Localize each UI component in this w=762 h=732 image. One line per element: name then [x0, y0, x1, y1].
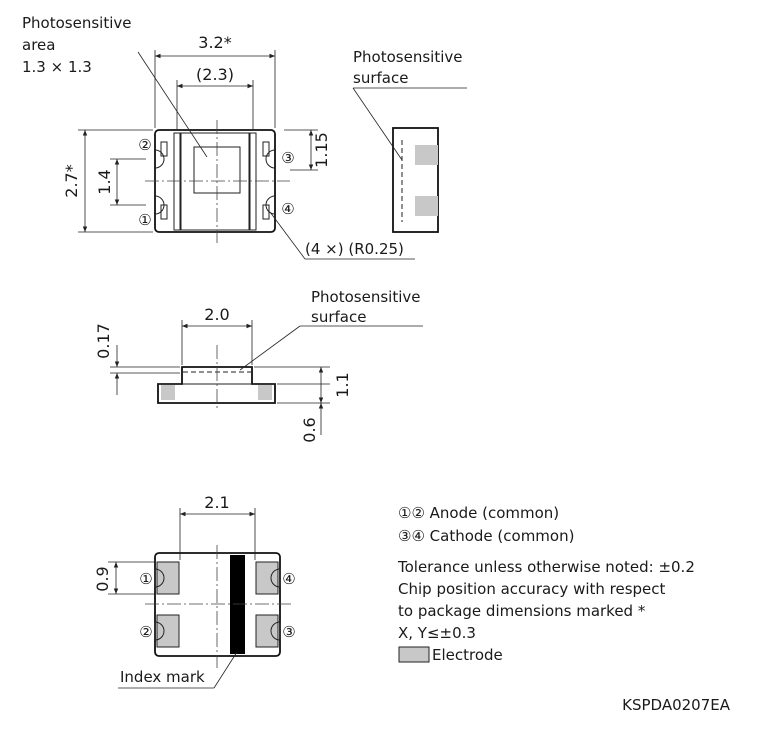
dim-3-2: 3.2* — [198, 33, 231, 52]
dim-1-4: 1.4 — [95, 169, 114, 194]
legend-chip-accuracy-1: Chip position accuracy with respect — [398, 580, 666, 598]
photosensitive-area-size: 1.3 × 1.3 — [22, 58, 92, 76]
photosensitive-area-label: Photosensitive — [22, 14, 131, 32]
die-outline — [180, 132, 250, 231]
pin-4-label: ④ — [281, 200, 294, 218]
bottom-pin-1-label: ① — [139, 570, 152, 588]
side-package-outline — [392, 127, 439, 233]
pin-1-label: ① — [138, 211, 151, 229]
bottom-pin-3-label: ③ — [282, 623, 295, 641]
pin-2-label: ② — [138, 136, 151, 154]
side-electrode-top — [415, 145, 438, 165]
dim-2-1: 2.1 — [204, 493, 229, 512]
bottom-view: ① ② ④ ③ 2.1 0.9 Index mark — [93, 493, 296, 689]
right-electrode-slot — [249, 132, 257, 231]
electrode-pin-2 — [157, 615, 179, 647]
legend-cathode: ③④ Cathode (common) — [398, 527, 574, 545]
side-electrode-bottom — [415, 196, 438, 216]
legend: ①② Anode (common) ③④ Cathode (common) To… — [397, 504, 731, 714]
surface-label-top-2: surface — [353, 69, 408, 87]
dim-0-6: 0.6 — [300, 417, 319, 442]
surface-label-mid-1: Photosensitive — [311, 288, 420, 306]
top-view: ② ① ③ ④ Photosensitive area 1.3 × 1.3 3.… — [22, 14, 415, 260]
bottom-pin-2-label: ② — [139, 623, 152, 641]
bottom-package-outline — [154, 552, 281, 657]
front-view: Photosensitive surface 2.0 0.17 1.1 0.6 — [94, 288, 423, 443]
dim-0-9: 0.9 — [93, 566, 112, 591]
legend-electrode-swatch — [399, 647, 429, 662]
legend-anode: ①② Anode (common) — [398, 504, 559, 522]
surface-label-top-1: Photosensitive — [353, 48, 462, 66]
photosensitive-area-label-2: area — [22, 36, 55, 54]
dim-0-17: 0.17 — [94, 323, 113, 359]
index-mark-label: Index mark — [120, 668, 205, 686]
legend-chip-accuracy-2: to package dimensions marked * — [398, 602, 646, 620]
left-electrode-slot — [173, 132, 181, 231]
dim-1-15: 1.15 — [312, 132, 331, 168]
document-code: KSPDA0207EA — [622, 696, 731, 714]
pad-3-notch — [265, 149, 276, 169]
legend-chip-accuracy-3: X, Y≤±0.3 — [398, 624, 476, 642]
electrode-pin-3 — [256, 615, 278, 647]
electrode-pin-4 — [256, 562, 278, 594]
legend-tolerance: Tolerance unless otherwise noted: ±0.2 — [397, 558, 695, 576]
legend-electrode-label: Electrode — [432, 646, 503, 664]
radius-note: (4 ×) (R0.25) — [305, 240, 404, 258]
surface-label-mid-2: surface — [311, 308, 366, 326]
electrode-pin-1 — [157, 562, 179, 594]
dim-2-3: (2.3) — [196, 65, 234, 84]
dim-2-7: 2.7* — [62, 164, 81, 197]
dim-2-0: 2.0 — [204, 305, 229, 324]
dim-1-1: 1.1 — [333, 372, 352, 397]
bottom-pin-4-label: ④ — [282, 570, 295, 588]
pad-2-notch — [154, 149, 165, 169]
index-mark-bar — [230, 555, 245, 654]
side-view-right: Photosensitive surface — [352, 48, 467, 233]
pin-3-label: ③ — [281, 149, 294, 167]
